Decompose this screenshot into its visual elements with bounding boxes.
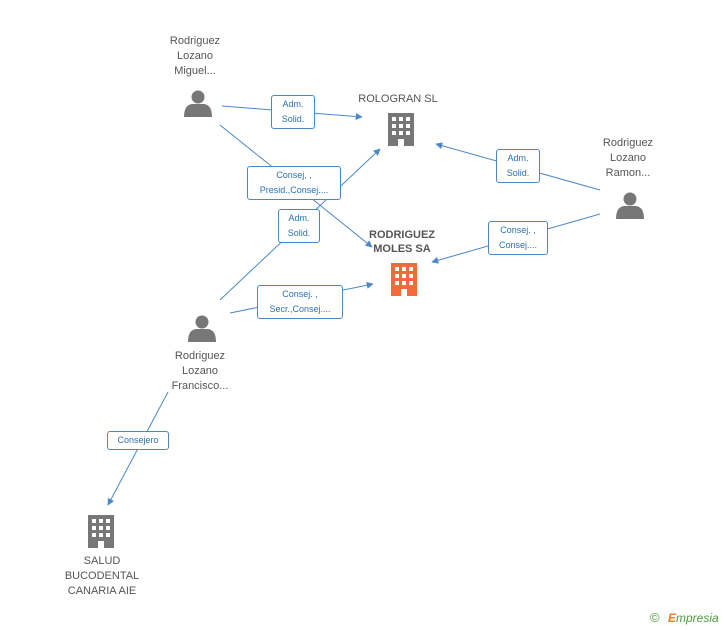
node-label-ramon[interactable]: Rodriguez Lozano Ramon... bbox=[602, 137, 654, 179]
node-label-rodriguez-moles[interactable]: RODRIGUEZ MOLES SA bbox=[369, 229, 435, 255]
brand-rest: mpresia bbox=[676, 611, 719, 625]
building-icon[interactable] bbox=[388, 113, 414, 146]
empresia-logo: Empresia bbox=[668, 611, 719, 625]
edge-label-miguel-rologran[interactable]: Adm. Solid. bbox=[271, 95, 315, 129]
person-icon[interactable] bbox=[616, 192, 644, 220]
person-icon[interactable] bbox=[188, 315, 216, 343]
edge-label-ramon-rologran[interactable]: Adm. Solid. bbox=[496, 149, 540, 183]
building-icon-main[interactable] bbox=[391, 263, 417, 296]
node-label-francisco[interactable]: Rodriguez Lozano Francisco... bbox=[171, 350, 229, 392]
node-label-miguel[interactable]: Rodriguez Lozano Miguel... bbox=[169, 35, 221, 77]
node-label-salud[interactable]: SALUD BUCODENTAL CANARIA AIE bbox=[64, 555, 140, 597]
edge-label-miguel-moles[interactable]: Consej. , Presid.,Consej.... bbox=[247, 166, 341, 200]
edge-label-francisco-salud[interactable]: Consejero bbox=[107, 431, 169, 450]
brand-letter: E bbox=[668, 611, 677, 625]
edge-label-francisco-moles[interactable]: Consej. , Secr.,Consej.... bbox=[257, 285, 343, 319]
person-icon[interactable] bbox=[184, 90, 212, 118]
copyright-symbol: © bbox=[650, 610, 660, 625]
edge-label-ramon-moles[interactable]: Consej. , Consej.... bbox=[488, 221, 548, 255]
edge-label-francisco-rologran[interactable]: Adm. Solid. bbox=[278, 209, 320, 243]
building-icon[interactable] bbox=[88, 515, 114, 548]
node-label-rologran[interactable]: ROLOGRAN SL bbox=[358, 93, 438, 105]
